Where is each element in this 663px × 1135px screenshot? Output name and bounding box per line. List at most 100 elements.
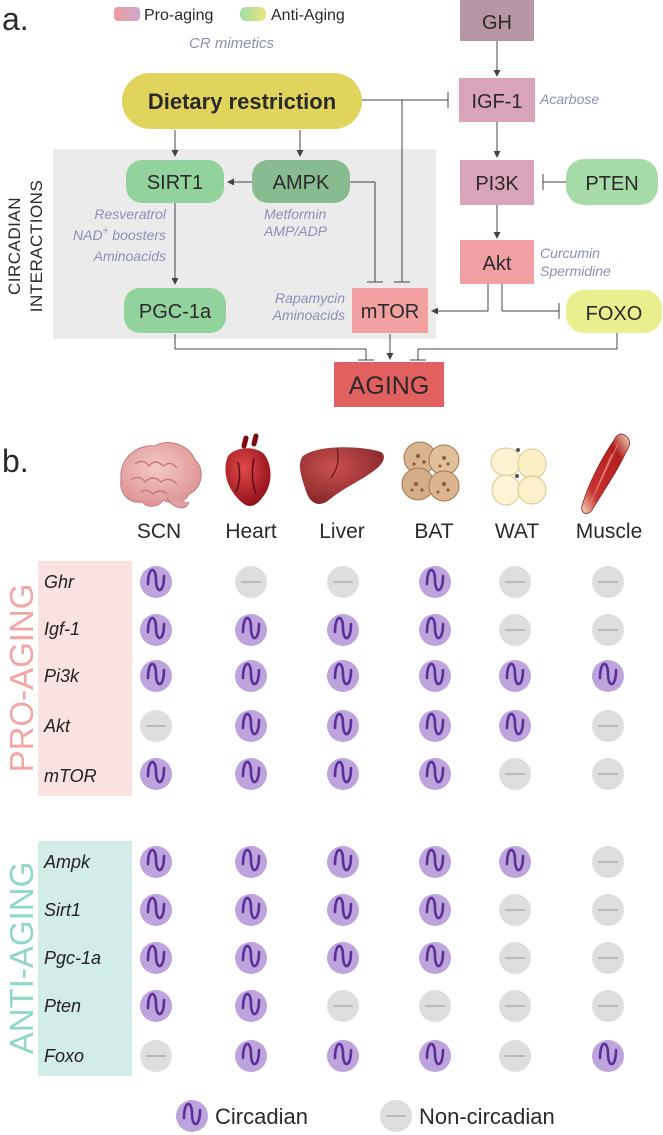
node-dietary-restriction: Dietary restriction (122, 73, 362, 129)
cell-igf1-liver (327, 614, 359, 646)
node-foxo: FOXO (566, 290, 662, 333)
legend-non-circadian-label: Non-circadian (419, 1104, 555, 1129)
cell-pgc1a-muscle (592, 942, 624, 974)
wave-icon (241, 1042, 261, 1066)
cell-pi3k-bat (419, 660, 451, 692)
cell-sirt1-liver (327, 894, 359, 926)
pathway-connectors (171, 41, 618, 361)
wave-icon (425, 848, 445, 872)
cell-pi3k-scn (140, 660, 172, 692)
cell-igf1-wat (499, 614, 531, 646)
cell-pten-heart (235, 990, 267, 1022)
cell-pi3k-liver (327, 660, 359, 692)
gene-foxo: Foxo (44, 1046, 84, 1066)
gene-akt: Akt (43, 716, 71, 736)
rapamycin-label: Rapamycin (275, 290, 345, 306)
wave-icon (241, 944, 261, 968)
cell-mtor-muscle (592, 758, 624, 790)
cell-ampk-bat (419, 846, 451, 878)
wave-icon (425, 760, 445, 784)
node-aging: AGING (334, 362, 444, 407)
gene-ampk: Ampk (43, 852, 91, 872)
cell-foxo-wat (499, 1040, 531, 1072)
white-fat-icon (490, 447, 547, 506)
tissue-heart: Heart (225, 520, 277, 543)
cell-pgc1a-bat (419, 942, 451, 974)
cell-ampk-heart (235, 846, 267, 878)
cell-igf1-heart (235, 614, 267, 646)
nad-boosters-label: NAD+ boosters (73, 226, 166, 243)
cr-mimetics-label: CR mimetics (189, 35, 274, 52)
wave-icon (241, 712, 261, 736)
node-pi3k: PI3K (460, 160, 534, 205)
node-igf1: IGF-1 (459, 78, 535, 122)
cell-ampk-scn (140, 846, 172, 878)
node-gh: GH (460, 0, 534, 41)
wave-icon (333, 662, 353, 686)
tissue-liver: Liver (319, 520, 365, 543)
cell-ampk-muscle (592, 846, 624, 878)
dietary-restriction-label: Dietary restriction (148, 89, 336, 114)
wave-icon (241, 760, 261, 784)
cell-akt-muscle (592, 710, 624, 742)
cell-foxo-scn (140, 1040, 172, 1072)
tissue-wat: WAT (495, 520, 539, 543)
node-pten: PTEN (566, 159, 658, 205)
foxo-label: FOXO (586, 303, 643, 325)
wave-icon (333, 760, 353, 784)
wave-icon (333, 616, 353, 640)
wave-icon (425, 616, 445, 640)
tissue-muscle: Muscle (576, 520, 643, 543)
brown-fat-icon (401, 441, 460, 502)
mtor-label: mTOR (361, 301, 420, 323)
heart-icon (225, 433, 271, 506)
tissue-headers: SCN Heart Liver BAT WAT Muscle (137, 520, 642, 543)
wave-icon (241, 896, 261, 920)
matrix-cells (140, 566, 624, 1072)
cell-akt-heart (235, 710, 267, 742)
gene-sirt1: Sirt1 (44, 900, 81, 920)
legend-circadian-label: Circadian (215, 1104, 308, 1129)
wave-icon (146, 896, 166, 920)
wave-icon (241, 662, 261, 686)
wave-icon (146, 760, 166, 784)
interactions-label: INTERACTIONS (27, 180, 46, 313)
cell-mtor-wat (499, 758, 531, 790)
wave-icon (425, 896, 445, 920)
pro-aging-group-bg (38, 561, 132, 796)
wave-icon (182, 1102, 202, 1126)
igf1-label: IGF-1 (471, 91, 522, 113)
legend-pro-aging: Pro-aging (144, 7, 213, 24)
cell-mtor-heart (235, 758, 267, 790)
wave-icon (505, 662, 525, 686)
anti-aging-swatch (240, 7, 266, 21)
cell-pten-scn (140, 990, 172, 1022)
aminoacids-label-1: Aminoacids (93, 248, 166, 264)
cell-pgc1a-heart (235, 942, 267, 974)
node-mtor: mTOR (352, 288, 428, 333)
gene-igf1: Igf-1 (44, 619, 80, 639)
metformin-label: Metformin (264, 206, 326, 222)
cell-ghr-bat (419, 566, 451, 598)
cell-ampk-wat (499, 846, 531, 878)
cell-sirt1-muscle (592, 894, 624, 926)
cell-pgc1a-scn (140, 942, 172, 974)
sirt1-label: SIRT1 (147, 172, 203, 194)
cell-pgc1a-liver (327, 942, 359, 974)
cell-ghr-liver (327, 566, 359, 598)
curcumin-label: Curcumin (540, 245, 600, 261)
spermidine-label: Spermidine (540, 263, 611, 279)
wave-icon (146, 616, 166, 640)
pgc1a-label: PGC-1a (139, 301, 212, 323)
amp-adp-label: AMP/ADP (263, 223, 328, 239)
wave-icon (241, 848, 261, 872)
wave-icon (146, 662, 166, 686)
cell-igf1-muscle (592, 614, 624, 646)
liver-icon (299, 447, 384, 504)
circadian-label: CIRCADIAN (5, 197, 24, 295)
panel-b-letter: b. (2, 443, 29, 479)
wave-icon (425, 712, 445, 736)
pathway-diagram: a. Pro-aging Anti-Aging CR mimetics CIRC… (2, 0, 662, 407)
acarbose-label: Acarbose (539, 91, 599, 107)
wave-icon (505, 712, 525, 736)
